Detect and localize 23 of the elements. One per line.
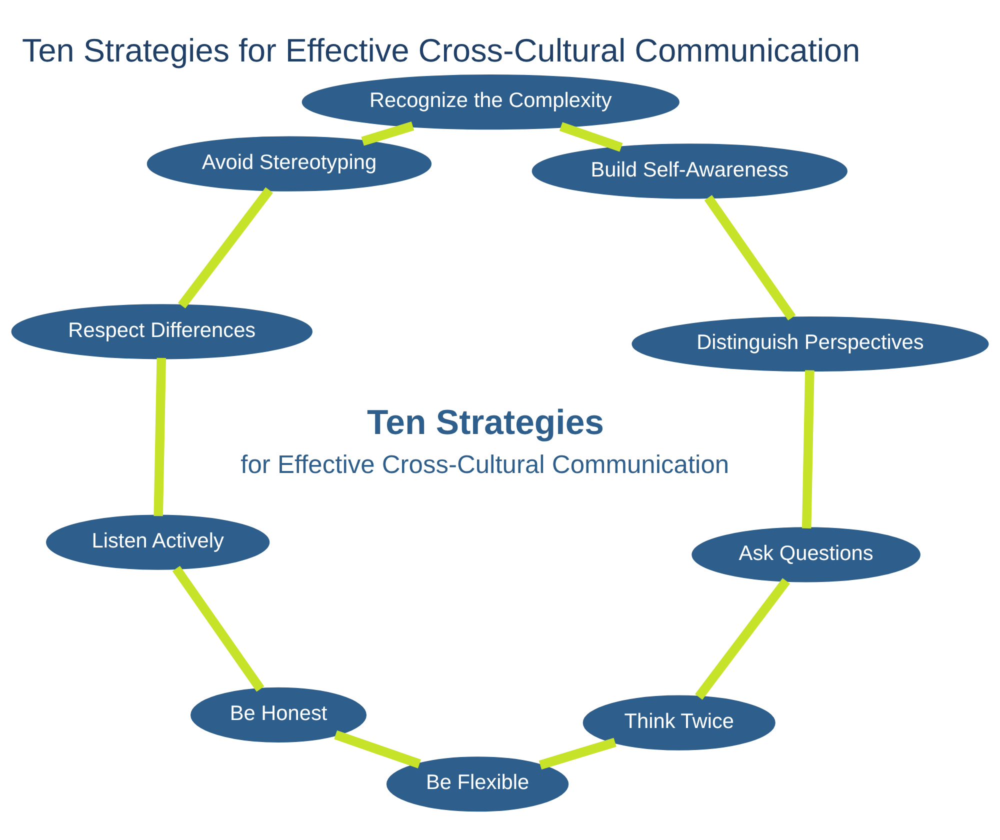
label: for Effective Cross-Cultural Communication [240, 450, 730, 478]
node-ellipse: Listen Actively [46, 514, 270, 570]
connector [538, 737, 616, 770]
connector [559, 122, 623, 152]
node-ellipse: Avoid Stereotyping [146, 136, 432, 191]
diagram-title: Ten Strategies for Effective Cross-Cultural Communication [22, 32, 860, 68]
connector [154, 357, 166, 516]
connector [361, 121, 414, 146]
node-ellipse: Respect Differences [11, 304, 312, 359]
node-ellipse: Build Self-Awareness [532, 143, 848, 198]
node-ellipse: Be Flexible [386, 756, 569, 812]
node-ellipse: Distinguish Perspectives [632, 316, 989, 372]
connector [178, 186, 273, 308]
label: Ten Strategies [367, 403, 604, 442]
node-ellipse: Be Honest [190, 686, 367, 742]
node-ellipse: Recognize the Complexity [302, 74, 680, 130]
connector [704, 194, 796, 320]
node-ellipse: Ask Questions [692, 526, 920, 582]
connector [694, 578, 790, 700]
connector [802, 370, 814, 528]
connector [172, 565, 264, 692]
node-ellipse: Think Twice [582, 694, 776, 750]
connector [334, 730, 421, 768]
